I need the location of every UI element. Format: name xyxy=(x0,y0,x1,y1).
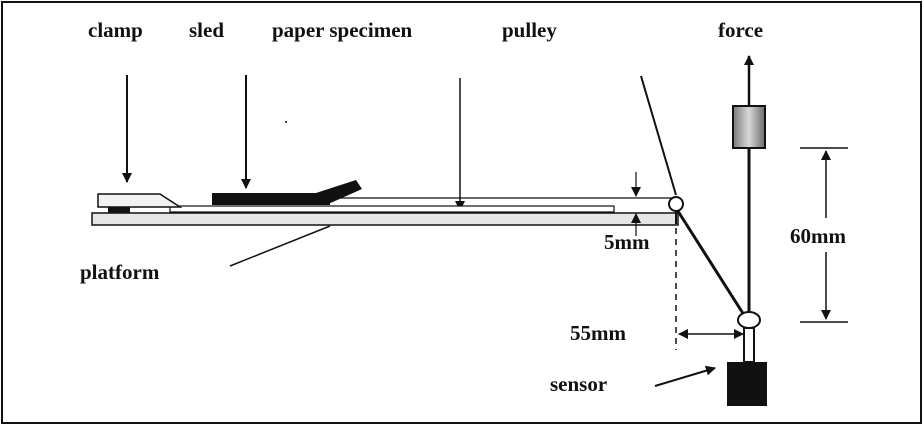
paper-specimen-label: paper specimen xyxy=(272,18,413,42)
dimension-5mm-label: 5mm xyxy=(604,230,650,254)
stray-dot xyxy=(285,121,287,123)
paper-specimen xyxy=(169,205,615,213)
upper-pulley xyxy=(668,196,684,212)
platform-pointer-line xyxy=(229,225,331,267)
platform-label: platform xyxy=(80,260,160,284)
sled-tab xyxy=(316,180,362,205)
pulley-pointer-line xyxy=(640,75,677,196)
lower-pulley xyxy=(737,311,761,329)
clamp-label: clamp xyxy=(88,18,143,42)
sensor-pointer-arrow xyxy=(654,365,716,387)
pulley-label: pulley xyxy=(502,18,557,42)
sensor-stem xyxy=(743,327,755,363)
platform xyxy=(91,212,679,226)
string-to-lower-pulley xyxy=(674,207,746,316)
sled-label: sled xyxy=(189,18,224,42)
sensor xyxy=(727,362,767,406)
clamp-jaw xyxy=(108,207,130,213)
dimension-55mm-label: 55mm xyxy=(570,321,626,345)
dimension-60mm-label: 60mm xyxy=(790,224,846,248)
force-label: force xyxy=(718,18,763,42)
sensor-label: sensor xyxy=(550,372,607,396)
clamp xyxy=(97,193,183,208)
force-weight xyxy=(732,105,766,149)
sled xyxy=(212,193,330,205)
